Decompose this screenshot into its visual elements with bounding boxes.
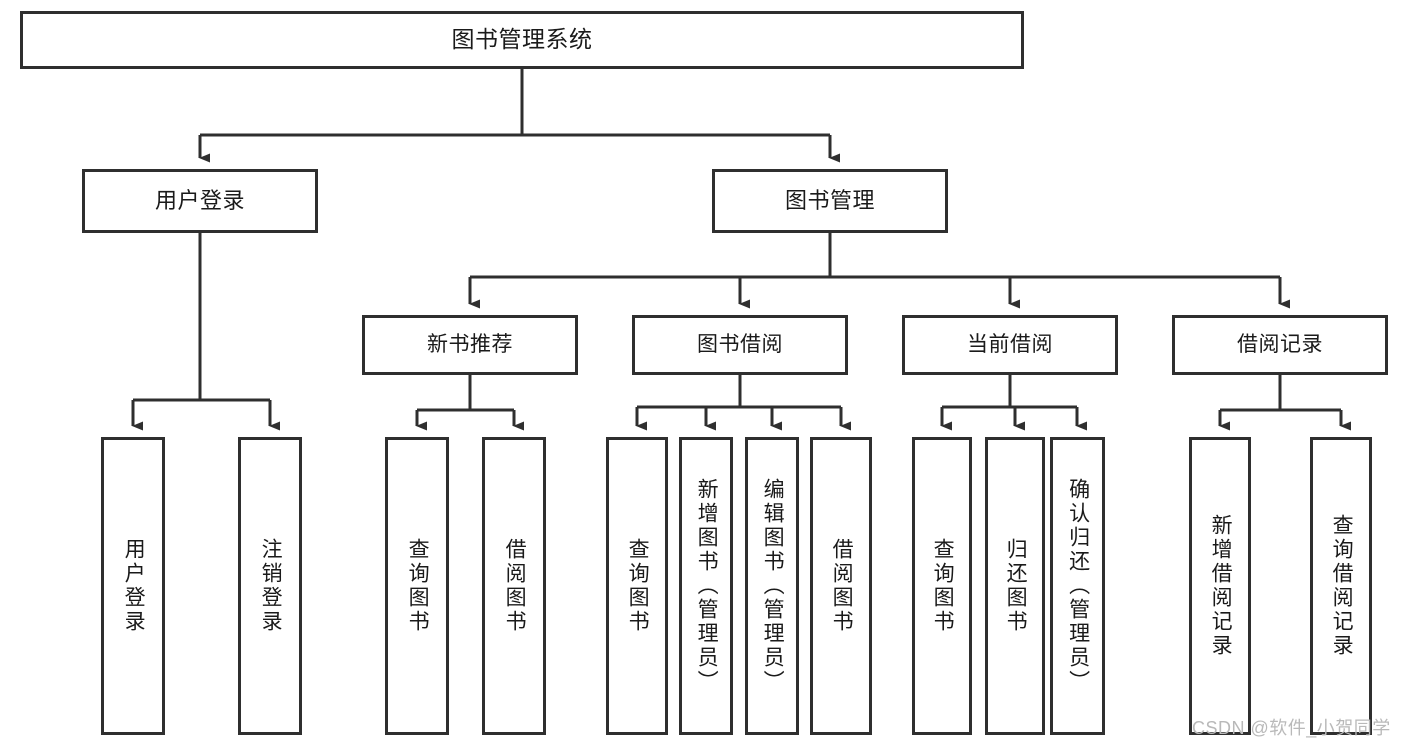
node-level3-4-label: 借阅记录: [1237, 332, 1323, 356]
node-leaf-2-label: 注销登录: [259, 538, 283, 634]
node-level2-2[interactable]: 图书管理: [712, 169, 948, 233]
node-leaf-6-label: 新增图书（管理员）: [695, 478, 719, 694]
node-leaf-1[interactable]: 用户登录: [101, 437, 165, 735]
node-leaf-10-label: 归还图书: [1004, 538, 1028, 634]
node-leaf-3-label: 查询图书: [406, 538, 430, 634]
node-root-label: 图书管理系统: [451, 26, 593, 53]
node-root[interactable]: 图书管理系统: [20, 11, 1024, 69]
node-leaf-5[interactable]: 查询图书: [606, 437, 668, 735]
node-level3-3-label: 当前借阅: [967, 332, 1053, 356]
node-leaf-4[interactable]: 借阅图书: [482, 437, 546, 735]
node-leaf-8[interactable]: 借阅图书: [810, 437, 872, 735]
node-level3-2-label: 图书借阅: [697, 332, 783, 356]
node-level3-1[interactable]: 新书推荐: [362, 315, 578, 375]
node-leaf-12-label: 新增借阅记录: [1209, 514, 1233, 658]
node-level3-1-label: 新书推荐: [427, 332, 513, 356]
node-leaf-8-label: 借阅图书: [830, 538, 854, 634]
node-leaf-7[interactable]: 编辑图书（管理员）: [745, 437, 799, 735]
node-level2-1-label: 用户登录: [154, 188, 245, 214]
node-leaf-7-label: 编辑图书（管理员）: [761, 478, 785, 694]
node-leaf-10[interactable]: 归还图书: [985, 437, 1045, 735]
node-level2-1[interactable]: 用户登录: [82, 169, 318, 233]
node-level3-4[interactable]: 借阅记录: [1172, 315, 1388, 375]
node-leaf-6[interactable]: 新增图书（管理员）: [679, 437, 733, 735]
node-leaf-9[interactable]: 查询图书: [912, 437, 972, 735]
node-level2-2-label: 图书管理: [784, 188, 875, 214]
node-level3-3[interactable]: 当前借阅: [902, 315, 1118, 375]
node-leaf-11[interactable]: 确认归还（管理员）: [1050, 437, 1105, 735]
node-leaf-3[interactable]: 查询图书: [385, 437, 449, 735]
node-leaf-4-label: 借阅图书: [503, 538, 527, 634]
node-leaf-13[interactable]: 查询借阅记录: [1310, 437, 1372, 735]
node-leaf-5-label: 查询图书: [626, 538, 650, 634]
node-leaf-11-label: 确认归还（管理员）: [1066, 478, 1090, 694]
node-leaf-12[interactable]: 新增借阅记录: [1189, 437, 1251, 735]
node-leaf-13-label: 查询借阅记录: [1330, 514, 1354, 658]
watermark: CSDN @软件_小贺同学: [1192, 718, 1391, 738]
node-leaf-1-label: 用户登录: [122, 538, 146, 634]
node-leaf-9-label: 查询图书: [931, 538, 955, 634]
node-leaf-2[interactable]: 注销登录: [238, 437, 302, 735]
node-level3-2[interactable]: 图书借阅: [632, 315, 848, 375]
